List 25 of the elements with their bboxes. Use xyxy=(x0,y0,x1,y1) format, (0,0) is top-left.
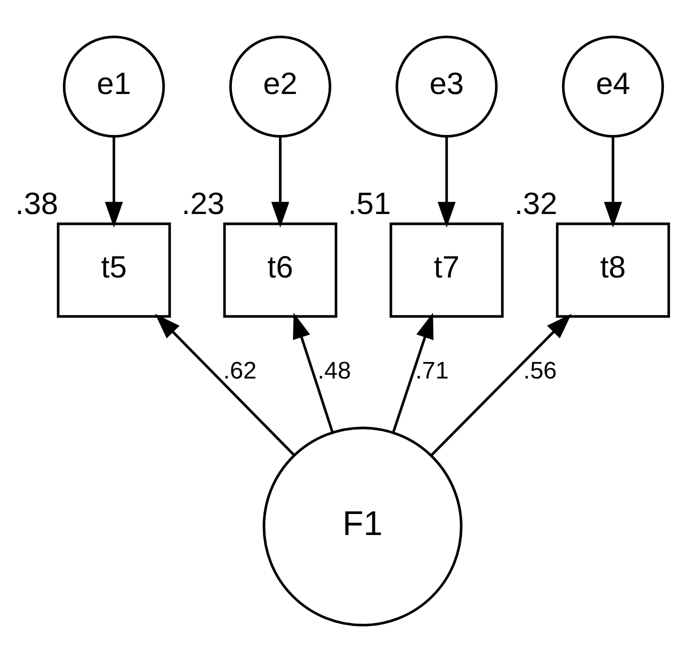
edge-label: .48 xyxy=(318,358,351,385)
node-box: t6 xyxy=(223,222,338,318)
arrow xyxy=(104,136,123,228)
node-box: t5 xyxy=(56,222,171,318)
node-circle: e2 xyxy=(229,36,332,138)
node-label: .38 xyxy=(15,186,58,222)
edge-label: .62 xyxy=(223,358,257,385)
arrow xyxy=(430,314,572,456)
node-circle: F1 xyxy=(262,426,462,626)
arrow xyxy=(392,312,434,433)
node-circle: e4 xyxy=(562,36,664,138)
node-box: t7 xyxy=(390,222,504,318)
node-circle: e3 xyxy=(396,36,498,138)
arrow xyxy=(604,136,622,228)
arrow xyxy=(292,312,334,433)
node-label: .32 xyxy=(514,186,558,222)
node-label: .23 xyxy=(182,186,225,222)
node-label: .51 xyxy=(348,186,391,222)
node-circle: e1 xyxy=(62,36,165,138)
edge-label: .71 xyxy=(415,358,449,385)
edge-label: .56 xyxy=(523,358,557,385)
node-box: t8 xyxy=(556,222,670,318)
arrow xyxy=(271,136,290,228)
arrow xyxy=(438,136,456,228)
arrow xyxy=(155,314,296,456)
